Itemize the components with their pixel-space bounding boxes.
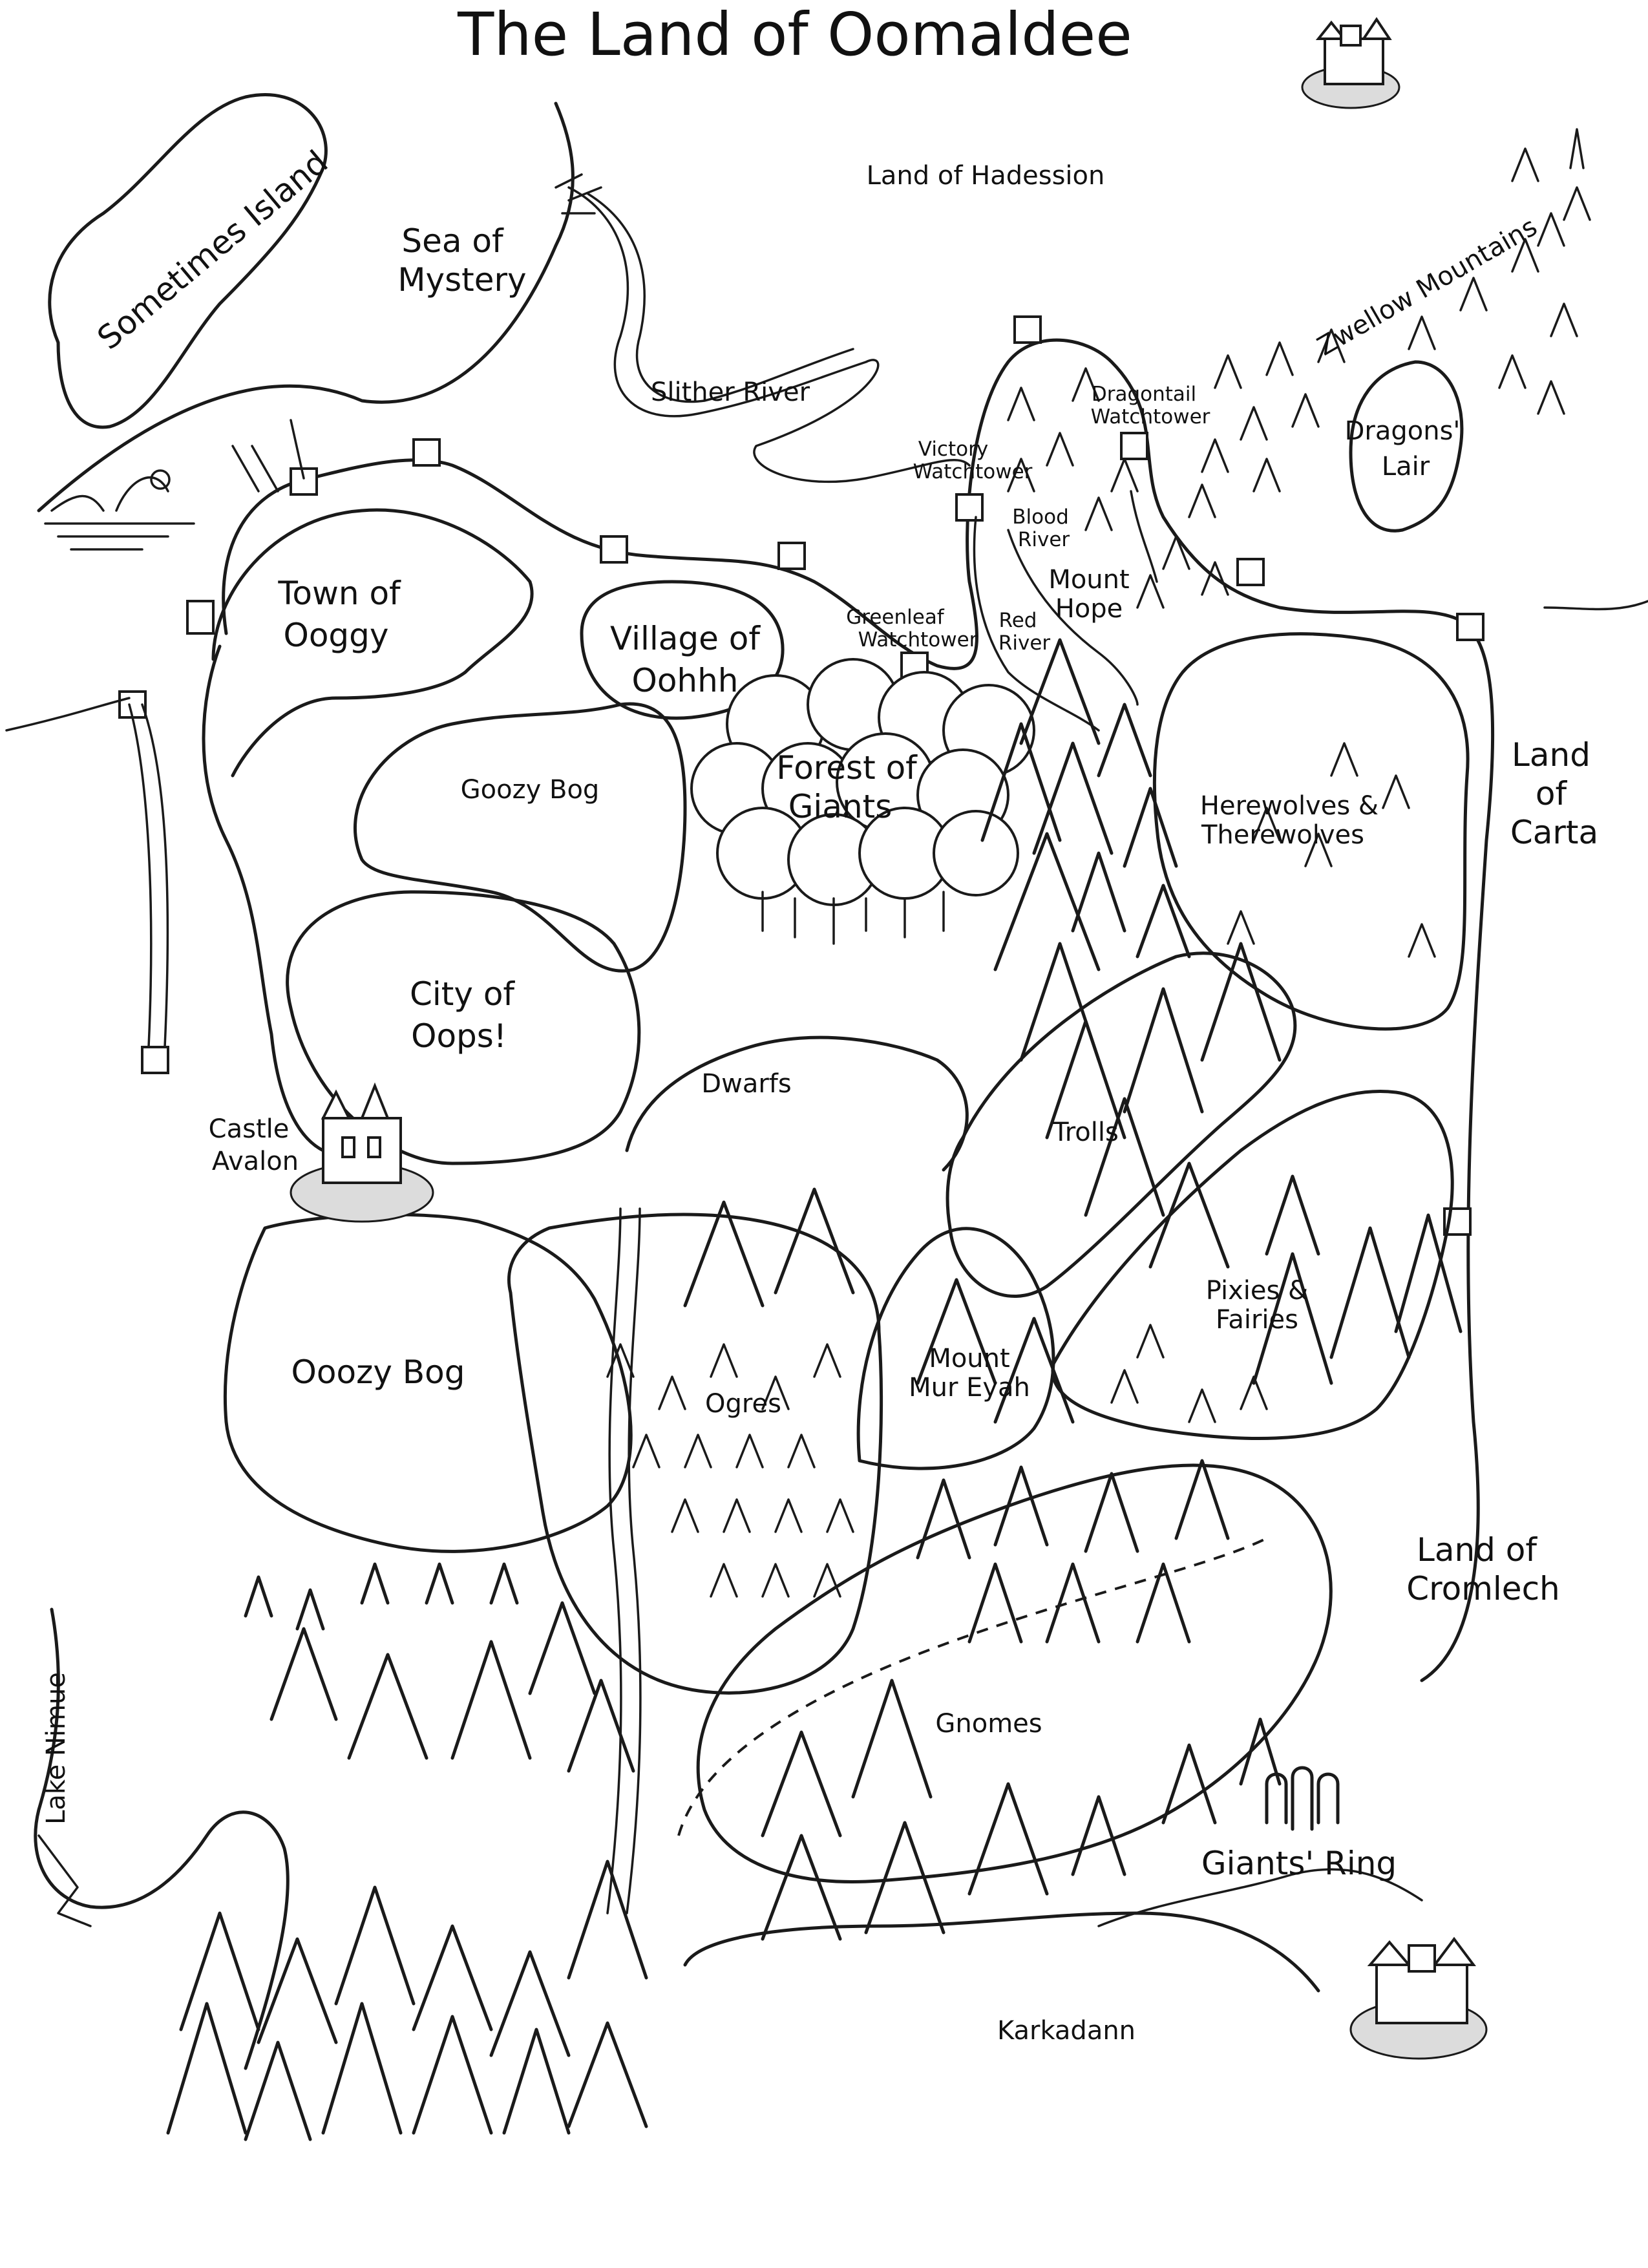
label-oohhh-line2: Oohhh <box>631 662 738 699</box>
giants-ring-icon <box>1265 1766 1340 1831</box>
dock-posts-icon <box>231 419 305 493</box>
watchtower-east-icon <box>1236 558 1265 586</box>
watchtower-west-2-icon <box>412 438 441 467</box>
region-village-of-oohhh <box>580 580 785 720</box>
label-oops-line1: City of <box>410 975 515 1013</box>
watchtower-north-icon <box>1013 315 1042 344</box>
label-lake-nimue: Lake Nimue <box>41 1672 71 1825</box>
east-river <box>1543 600 1648 611</box>
label-red-line1: Red <box>999 609 1037 632</box>
dragons-lair <box>1349 360 1464 533</box>
label-forest-line1: Forest of <box>776 749 918 787</box>
label-sea-line2: Mystery <box>397 261 526 299</box>
castle-avalon-icon <box>290 1082 434 1223</box>
main-road <box>202 338 1495 1682</box>
label-hadession: Land of Hadession <box>867 161 1105 191</box>
watchtower-west-4-icon <box>777 542 806 570</box>
region-city-of-oops <box>286 890 641 1165</box>
label-oops-line2: Oops! <box>411 1017 507 1055</box>
label-dragontail-line2: Watchtower <box>1091 405 1210 429</box>
label-sea-line1: Sea of <box>401 222 504 260</box>
watchtower-coast-1-icon <box>186 600 215 635</box>
label-castle-line1: Castle <box>209 1114 290 1144</box>
label-mur-line1: Mount <box>929 1344 1009 1373</box>
map-title: The Land of Oomaldee <box>457 0 1132 69</box>
sea-of-mystery-coast <box>37 101 575 513</box>
blood-river <box>973 516 1100 732</box>
label-castle-line2: Avalon <box>212 1147 299 1176</box>
region-goozy-bog <box>354 702 687 973</box>
label-red-line2: River <box>998 631 1051 655</box>
label-oohhh-line1: Village of <box>610 620 761 657</box>
label-dwarfs: Dwarfs <box>701 1069 791 1099</box>
label-carta-line3: Carta <box>1510 814 1598 851</box>
label-blood-line1: Blood <box>1012 505 1069 529</box>
region-ooozy-bog <box>223 1213 633 1553</box>
mountains <box>166 128 1591 2141</box>
region-trolls <box>945 951 1297 1298</box>
region-gnomes <box>696 1463 1333 1884</box>
label-pixies-line2: Fairies <box>1216 1305 1298 1335</box>
region-pixies <box>1051 1089 1454 1440</box>
label-pixies-line1: Pixies & <box>1206 1276 1309 1306</box>
label-victory-line2: Watchtower <box>913 460 1033 483</box>
label-herewolves-line1: Herewolves & <box>1200 791 1379 821</box>
label-dragons-line2: Lair <box>1382 452 1430 482</box>
label-goozy: Goozy Bog <box>461 775 600 805</box>
watchtower-west-1-icon <box>290 467 318 496</box>
label-dragons-line1: Dragons' <box>1345 416 1461 446</box>
label-victory-line1: Victory <box>918 438 988 461</box>
label-ogres: Ogres <box>705 1389 781 1419</box>
red-river <box>1007 529 1139 706</box>
label-blood-line2: River <box>1018 528 1070 551</box>
lake-nimue <box>34 1607 290 2070</box>
label-mount-hope-line1: Mount <box>1048 565 1129 595</box>
watchtower-victory-icon <box>955 493 984 522</box>
region-dwarfs <box>625 1035 969 1172</box>
dragons-river <box>1130 490 1158 583</box>
label-cromlech-line1: Land of <box>1417 1531 1537 1569</box>
label-dragontail-line1: Dragontail <box>1092 383 1196 406</box>
label-cromlech-line2: Cromlech <box>1406 1570 1560 1607</box>
watchtower-far-east-icon <box>1456 613 1484 641</box>
fort-north-icon <box>1301 17 1400 109</box>
region-karkadann <box>683 1911 1320 1993</box>
sometimes-island <box>48 93 328 429</box>
label-ooozy: Ooozy Bog <box>291 1353 465 1391</box>
label-slither-river: Slither River <box>651 377 810 407</box>
label-forest-line2: Giants <box>788 788 893 825</box>
label-greenleaf-line1: Greenleaf <box>846 606 945 629</box>
fort-south-icon <box>1349 1936 1488 2060</box>
watchtower-west-3-icon <box>600 535 628 564</box>
region-ogres <box>507 1213 883 1695</box>
karkadann-edge <box>1097 1868 1423 1927</box>
label-carta-line2: of <box>1536 775 1568 812</box>
region-herewolves <box>1152 632 1470 1031</box>
label-greenleaf-line2: Watchtower <box>858 628 978 652</box>
label-trolls: Trolls <box>1052 1118 1119 1147</box>
label-mount-hope-line2: Hope <box>1055 594 1123 624</box>
label-ooggy-line1: Town of <box>277 575 401 612</box>
label-karkadann: Karkadann <box>997 2016 1136 2046</box>
forest-of-giants <box>690 658 1035 945</box>
coastal-river <box>128 703 169 1048</box>
label-zwellow: Zwellow Mountains <box>1313 212 1543 362</box>
label-mur-line2: Mur Eyah <box>909 1373 1030 1403</box>
region-town-of-ooggy <box>211 508 534 778</box>
lake-nimue-stream <box>37 1834 92 1927</box>
coastline-west <box>5 697 131 732</box>
sea-serpent-icon <box>44 469 195 551</box>
watchtower-coast-3-icon <box>141 1046 169 1074</box>
label-ooggy-line2: Ooggy <box>283 617 388 654</box>
watchtower-dragontail-icon <box>1120 432 1148 460</box>
mountain-river-south <box>606 1207 642 1914</box>
label-sometimes-island: Sometimes Island <box>90 143 335 357</box>
gnomes-border-dashed <box>677 1537 1267 1836</box>
label-giants-ring: Giants' Ring <box>1201 1845 1397 1882</box>
slither-river <box>555 173 971 483</box>
label-herewolves-line2: Therewolves <box>1201 820 1364 850</box>
label-carta-line1: Land <box>1512 736 1590 774</box>
label-gnomes: Gnomes <box>935 1709 1042 1739</box>
